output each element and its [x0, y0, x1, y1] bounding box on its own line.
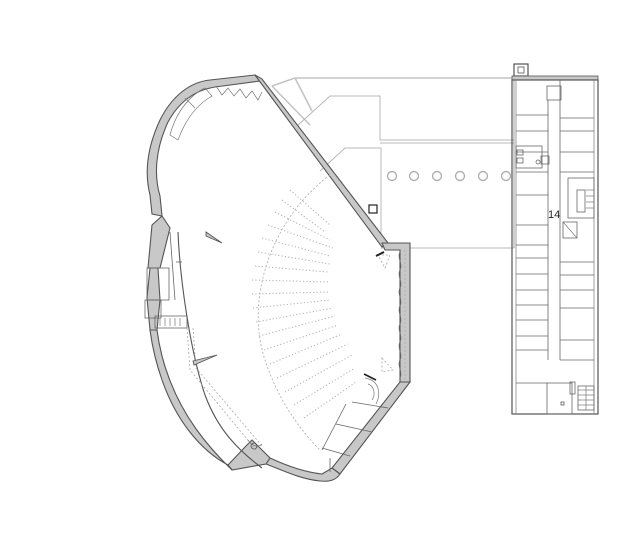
- courtyard-outlines: [271, 77, 515, 249]
- southeast-service: [321, 373, 389, 472]
- baffle: [205, 231, 223, 244]
- wing-number-label: 14: [548, 209, 561, 221]
- column-square: [368, 204, 378, 214]
- baffle: [192, 354, 218, 366]
- office-wing: [511, 63, 599, 415]
- west-lobby: [144, 231, 188, 329]
- auditorium-wall: [146, 74, 412, 482]
- stage-curtain: [398, 251, 402, 379]
- seating-rows: [251, 174, 357, 451]
- courtyard-columns: [386, 170, 512, 182]
